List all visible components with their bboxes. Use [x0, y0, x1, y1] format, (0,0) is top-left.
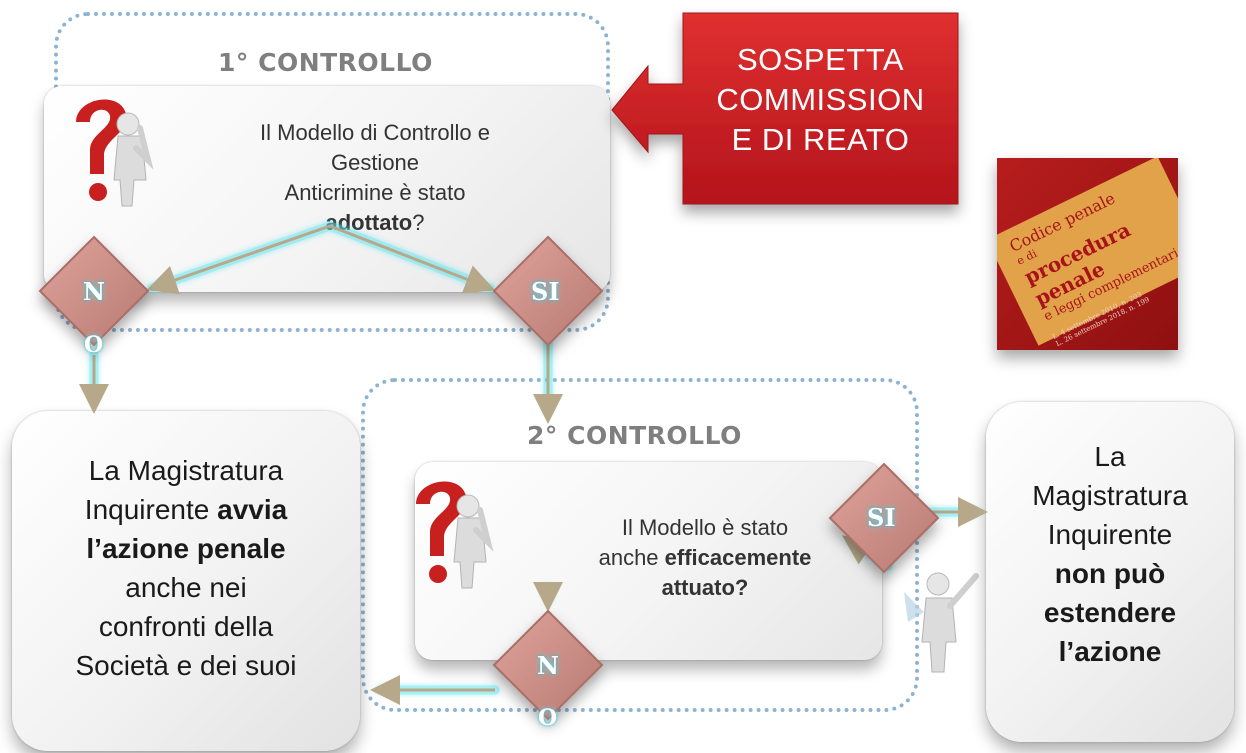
- first-question-end: ?: [412, 210, 425, 235]
- outcome-left-line: La Magistratura: [88, 455, 284, 486]
- outcome-right-bold: non può: [1054, 558, 1166, 589]
- first-question-line: Anticrimine è stato: [284, 180, 466, 205]
- outcome-right-line: Magistratura: [1032, 480, 1188, 511]
- outcome-left-line: anche nei: [125, 572, 247, 603]
- second-question-bold: efficacemente: [664, 545, 812, 570]
- outcome-right-line: non può: [986, 554, 1234, 593]
- first-question-bold: adottato: [325, 210, 413, 235]
- alert-text: SOSPETTA COMMISSION E DI REATO: [683, 40, 958, 160]
- second-question-line: attuato?: [545, 573, 865, 603]
- second-question-text: Il Modello è stato anche efficacemente a…: [545, 513, 865, 603]
- decision-no-second-label: N: [537, 651, 559, 680]
- outcome-left-text: Inquirente: [84, 494, 218, 525]
- decision-yes-second-label: SI: [867, 503, 896, 532]
- first-question-text: Il Modello di Controllo e Gestione Antic…: [205, 118, 545, 238]
- outcome-right-bold: l’azione: [1058, 636, 1162, 667]
- decision-no-first-label-tail: O: [84, 332, 104, 358]
- alert-line: E DI REATO: [731, 122, 910, 157]
- decision-no-second-label-tail: O: [538, 705, 558, 731]
- penal-code-book: Codice penale e di procedura penale e le…: [997, 158, 1178, 350]
- outcome-left-line: Società e dei suoi: [75, 650, 297, 681]
- first-question-line: Il Modello di Controllo e: [260, 120, 490, 145]
- outcome-action-blocked: La Magistratura Inquirente non può esten…: [986, 402, 1234, 742]
- first-control-title: 1° CONTROLLO: [218, 48, 433, 77]
- second-question-line: anche efficacemente: [545, 543, 865, 573]
- outcome-left-line: Inquirente avvia: [12, 490, 360, 529]
- second-question-prefix: anche: [598, 545, 665, 570]
- outcome-right-line: La: [1094, 441, 1126, 472]
- decision-no-first-label: N: [83, 277, 105, 306]
- outcome-action-started: La Magistratura Inquirente avvia l’azion…: [12, 411, 360, 751]
- decision-yes-first-label: SI: [531, 277, 560, 306]
- outcome-right-bold: estendere: [1043, 597, 1177, 628]
- outcome-left-bold: avvia: [217, 494, 288, 525]
- first-question-line: Gestione: [330, 150, 420, 175]
- outcome-left-line: l’azione penale: [12, 529, 360, 568]
- outcome-left-bold: l’azione penale: [86, 533, 286, 564]
- outcome-right-line: Inquirente: [1047, 519, 1173, 550]
- second-control-title: 2° CONTROLLO: [527, 421, 742, 450]
- outcome-left-line: confronti della: [98, 611, 274, 642]
- second-question-line: Il Modello è stato: [621, 515, 789, 540]
- second-question-bold-end: attuato?: [661, 575, 749, 600]
- alert-line: COMMISSION: [716, 82, 925, 117]
- outcome-right-line: l’azione: [986, 632, 1234, 671]
- alert-line: SOSPETTA: [736, 42, 905, 77]
- outcome-right-line: estendere: [986, 593, 1234, 632]
- first-question-line: adottato?: [205, 208, 545, 238]
